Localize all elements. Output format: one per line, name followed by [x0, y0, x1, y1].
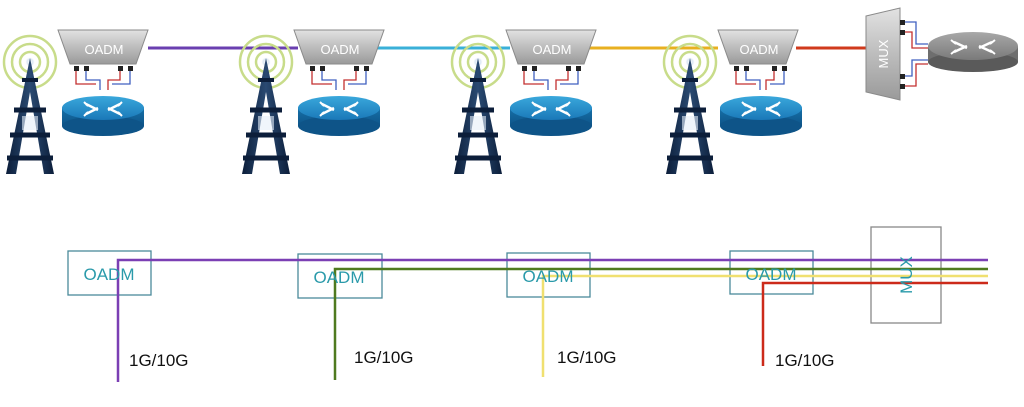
wavelength-purple [116, 258, 988, 382]
station-3: OADM [450, 29, 597, 174]
router-icon [510, 96, 592, 136]
oadm-label: OADM [321, 42, 360, 57]
router-icon [298, 96, 380, 136]
router-icon [720, 96, 802, 136]
drop-label: 1G/10G [129, 351, 189, 370]
top-topology: OADM [2, 7, 1018, 174]
oadm-label: OADM [314, 268, 365, 287]
bottom-schematic: OADM OADM OADM OADM MUX 1G/10G 1G/10G 1G… [67, 226, 988, 382]
station-4: OADM [662, 29, 802, 174]
oadm-device-icon: OADM [293, 29, 385, 90]
oadm-device-icon: OADM [717, 29, 799, 90]
router-icon [62, 96, 144, 136]
drop-label: 1G/10G [775, 351, 835, 370]
radio-tower-icon [450, 34, 506, 174]
radio-tower-icon [662, 34, 718, 174]
oadm-box-1 [67, 250, 152, 296]
oadm-box-2 [297, 253, 383, 299]
oadm-device-icon: OADM [505, 29, 597, 90]
drop-label: 1G/10G [354, 348, 414, 367]
wavelength-yellow [541, 274, 988, 377]
wavelength-green [333, 267, 988, 380]
station-2: OADM [238, 29, 385, 174]
mux-device-icon: MUX [865, 7, 928, 101]
mux-label: MUX [897, 256, 916, 294]
radio-tower-icon [238, 34, 294, 174]
drop-label: 1G/10G [557, 348, 617, 367]
mux-label: MUX [876, 39, 891, 68]
router-icon [928, 32, 1018, 72]
station-1: OADM [2, 29, 149, 174]
oadm-label: OADM [740, 42, 779, 57]
oadm-label: OADM [85, 42, 124, 57]
oadm-device-icon: OADM [57, 29, 149, 90]
oadm-label: OADM [523, 267, 574, 286]
oadm-label: OADM [533, 42, 572, 57]
oadm-label: OADM [746, 265, 797, 284]
oadm-label: OADM [84, 265, 135, 284]
radio-tower-icon [2, 34, 58, 174]
wavelength-red [761, 281, 988, 366]
oadm-box-4 [729, 250, 814, 295]
